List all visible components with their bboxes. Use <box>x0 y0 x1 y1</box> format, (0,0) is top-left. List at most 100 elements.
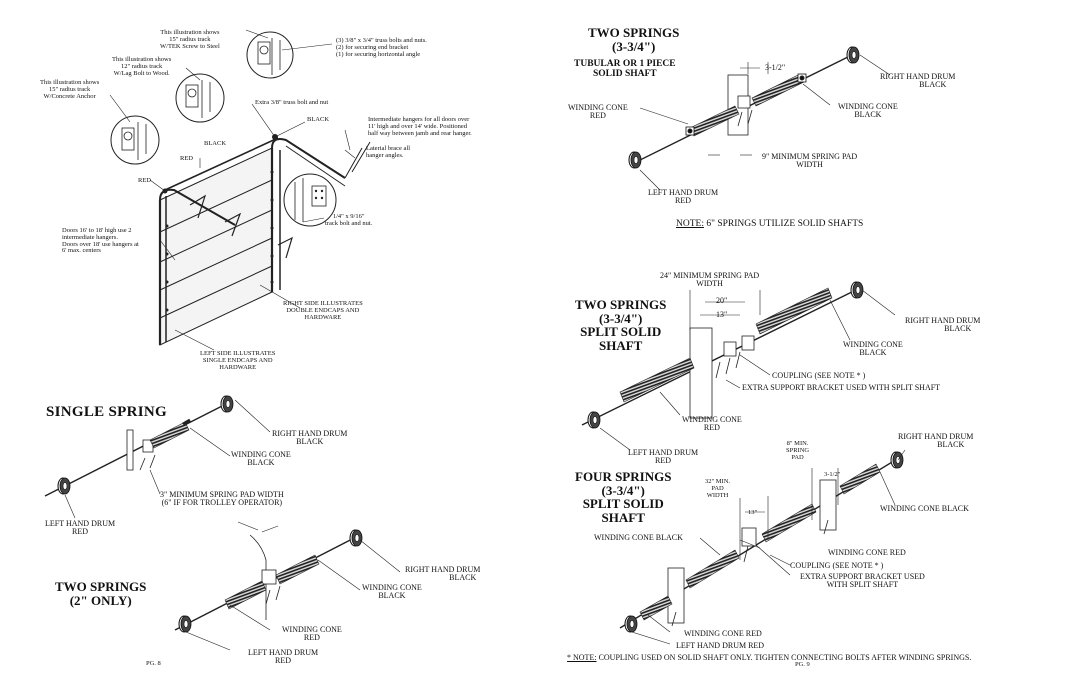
label-line: EXTRA SUPPORT BRACKET USED <box>800 572 925 581</box>
note-line: 11' high and over 14' wide. Positioned <box>368 122 468 130</box>
label-line: RED <box>72 527 89 537</box>
note-line: This illustration shows <box>112 56 172 63</box>
title-single-spring: SINGLE SPRING <box>46 404 168 420</box>
title-two-springs-2in: TWO SPRINGS (2" ONLY) <box>55 580 146 607</box>
label-right-hand-drum: RIGHT HAND DRUM BLACK <box>905 316 981 334</box>
label-line: RIGHT HAND DRUM <box>880 72 956 81</box>
label-extra-support-bracket: EXTRA SUPPORT BRACKET USED WITH SPLIT SH… <box>800 572 925 590</box>
footnote-coupling: * NOTE: COUPLING USED ON SOLID SHAFT ONL… <box>567 653 971 662</box>
dim-20: 20" <box>716 296 728 305</box>
note-line: intermediate hangers. <box>62 233 118 241</box>
note-line: 15" radius track <box>48 85 91 93</box>
note-line: W/TEK Screw to Steel <box>160 42 220 50</box>
note-right-side: RIGHT SIDE ILLUSTRATES DOUBLE ENDCAPS AN… <box>283 300 363 321</box>
note-line: 15" radius track <box>169 35 211 43</box>
label-line: RIGHT HAND DRUM <box>405 565 481 574</box>
label-line: RIGHT HAND DRUM <box>905 316 981 325</box>
label-line: PAD <box>711 484 724 492</box>
title-line: TWO SPRINGS <box>55 579 147 594</box>
label-right-hand-drum: RIGHT HAND DRUM BLACK <box>898 432 974 450</box>
label-line: BLACK <box>944 324 972 334</box>
dim-13: 13" <box>716 310 728 319</box>
label-line: WINDING CONE <box>682 415 742 424</box>
label-line: RIGHT HAND DRUM <box>272 429 348 438</box>
label-line: 24" MINIMUM SPRING PAD <box>660 271 760 280</box>
label-line: BLACK <box>919 80 947 90</box>
label-line: 3" MINIMUM SPRING PAD WIDTH <box>160 490 284 499</box>
note-line: hanger angles. <box>366 151 404 159</box>
label-line: RED <box>275 656 292 666</box>
note-label: NOTE: <box>676 219 704 229</box>
note-left-side: LEFT SIDE ILLUSTRATES SINGLE ENDCAPS AND… <box>200 350 276 371</box>
label-line: BLACK <box>859 348 887 358</box>
title-line: (3-3/4") <box>612 38 656 54</box>
page-number-right: PG. 9 <box>795 661 810 668</box>
note-track-bolt: 1/4" x 9/16" track bolt and nut. <box>325 213 373 228</box>
note-line: DOUBLE ENDCAPS AND <box>286 306 360 314</box>
note-line: Doors 16' to 18' high use 2 <box>62 227 132 234</box>
note-12in-radius-lag: This illustration shows 12" radius track… <box>112 56 172 77</box>
label-line: WIDTH <box>706 491 729 499</box>
footnote-label: * NOTE: <box>567 653 597 662</box>
label-line: WINDING CONE <box>568 103 628 112</box>
label-line: LEFT HAND DRUM <box>628 448 699 457</box>
label-winding-cone-red: WINDING CONE RED <box>282 625 342 643</box>
title-line: (2" ONLY) <box>69 592 132 608</box>
label-right-hand-drum: RIGHT HAND DRUM BLACK <box>405 565 481 583</box>
note-line: (1) for securing horizontal angle <box>336 50 421 58</box>
label-line: RIGHT HAND DRUM <box>898 432 974 441</box>
title-two-springs-solid: TWO SPRINGS (3-3/4") <box>588 26 679 53</box>
note-line: Doors over 18' use hangers at <box>62 240 139 248</box>
note-line: (2) for securing end bracket <box>336 43 409 51</box>
label-pad-8in: 8" MIN. SPRING PAD <box>786 440 810 461</box>
label-line: RED <box>303 633 320 643</box>
label-line: 8" MIN. <box>786 440 809 447</box>
page-number-left: PG. 8 <box>146 660 161 667</box>
note-15in-radius-tek: This illustration shows 15" radius track… <box>160 29 220 50</box>
note-6in-springs: NOTE: 6" SPRINGS UTILIZE SOLID SHAFTS <box>676 219 864 230</box>
note-line: HARDWARE <box>304 313 342 321</box>
label-line: (6" IF FOR TROLLEY OPERATOR) <box>161 498 283 508</box>
label-right-hand-drum: RIGHT HAND DRUM BLACK <box>272 429 348 447</box>
label-red-mid: RED <box>180 155 193 162</box>
label-line: 9" MINIMUM SPRING PAD <box>762 152 858 161</box>
label-coupling: COUPLING (SEE NOTE * ) <box>772 371 866 380</box>
label-left-hand-drum: LEFT HAND DRUM RED <box>648 188 718 206</box>
label-winding-cone: WINDING CONE BLACK <box>231 450 291 468</box>
label-line: WIDTH <box>696 279 723 289</box>
label-winding-cone-black: WINDING CONE BLACK <box>362 583 422 601</box>
title-line: TWO SPRINGS <box>588 25 680 40</box>
label-winding-cone-black-right: WINDING CONE BLACK <box>880 504 969 513</box>
note-line: 12" radius track <box>120 62 163 70</box>
single-spring-diagram <box>44 395 271 519</box>
label-coupling: COUPLING (SEE NOTE * ) <box>790 561 884 570</box>
note-line: track bolt and nut. <box>325 219 373 227</box>
note-line: RIGHT SIDE ILLUSTRATES <box>283 300 363 307</box>
note-line: W/Concrete Anchor <box>43 92 96 100</box>
title-four-springs-split: FOUR SPRINGS (3-3/4") SPLIT SOLID SHAFT <box>575 470 671 525</box>
label-winding-cone-black-left: WINDING CONE BLACK <box>594 533 683 542</box>
label-line: LEFT HAND DRUM <box>248 648 319 657</box>
note-line: Laterial brace all <box>366 145 411 152</box>
door-illustration <box>109 29 371 351</box>
label-line: WINDING CONE <box>838 102 898 111</box>
title-line: SHAFT <box>599 337 643 353</box>
label-line: WITH SPLIT SHAFT <box>826 580 899 590</box>
label-line: BLACK <box>854 110 882 120</box>
label-left-hand-drum: LEFT HAND DRUM RED <box>676 641 765 650</box>
title-line: SPLIT SOLID <box>582 496 664 512</box>
label-line: WINDING CONE <box>843 340 903 349</box>
label-black-left: BLACK <box>204 140 227 147</box>
note-text: 6" SPRINGS UTILIZE SOLID SHAFTS <box>703 219 864 229</box>
label-line: SPRING <box>786 446 810 454</box>
note-line: LEFT SIDE ILLUSTRATES <box>200 350 276 357</box>
label-line: WINDING CONE <box>231 450 291 459</box>
note-line: SINGLE ENDCAPS AND <box>202 356 273 364</box>
note-line: This illustration shows <box>160 29 220 36</box>
label-line: BLACK <box>378 591 406 601</box>
subtitle-solid-shaft: TUBULAR OR 1 PIECE SOLID SHAFT <box>574 59 676 80</box>
label-winding-cone-red: WINDING CONE RED <box>682 415 742 433</box>
title-line: FOUR SPRINGS <box>575 469 672 484</box>
note-extra-truss-bolt: Extra 3/8" truss bolt and nut <box>255 99 329 106</box>
